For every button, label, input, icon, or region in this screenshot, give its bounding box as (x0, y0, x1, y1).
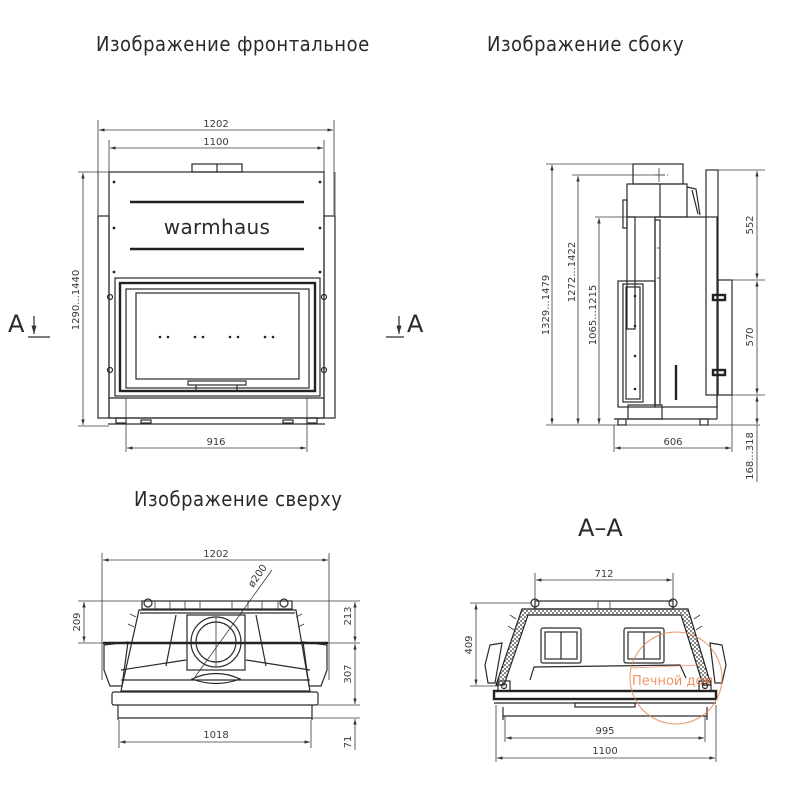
side-view: 1329...1479 1272...1422 1065...1215 (541, 163, 765, 482)
side-middle-570: 570 (745, 327, 756, 346)
top-right-213: 213 (343, 606, 354, 625)
section-marker-right-label: A (407, 310, 424, 338)
top-right-71: 71 (343, 736, 354, 749)
side-total-height: 1329...1479 (541, 275, 552, 335)
top-bottom-1018: 1018 (203, 730, 228, 741)
side-upper-552: 552 (745, 215, 756, 234)
top-view-title: Изображение сверху (134, 487, 342, 511)
watermark-circle (629, 631, 723, 725)
section-view: 712 (464, 569, 727, 762)
section-inner-995: 995 (595, 726, 614, 737)
side-bottom-range: 168...318 (745, 432, 756, 480)
front-height-range: 1290...1440 (71, 270, 82, 330)
brand-logo: warmhaus (164, 215, 270, 239)
top-width-1202: 1202 (203, 549, 228, 560)
top-view: 1202 ø200 (72, 549, 360, 750)
section-marker-left-label: A (8, 310, 25, 338)
side-body-height: 1065...1215 (588, 285, 599, 345)
section-view-title: A–A (578, 514, 623, 542)
top-right-307: 307 (343, 664, 354, 683)
front-glass-width: 916 (206, 437, 225, 448)
top-flue-diameter: ø200 (246, 563, 269, 590)
front-view-title: Изображение фронтальное (96, 32, 370, 56)
watermark-text: Печной дом (632, 674, 713, 689)
side-depth-606: 606 (663, 437, 682, 448)
front-width-1202: 1202 (203, 119, 228, 130)
top-left-depth-209: 209 (72, 612, 83, 631)
section-height-409: 409 (464, 635, 475, 654)
section-outer-1100: 1100 (592, 746, 617, 757)
watermark: Печной дом (629, 631, 723, 725)
section-top-712: 712 (594, 569, 613, 580)
side-flue-height: 1272...1422 (567, 242, 578, 302)
front-view: 1202 1100 warmhaus (8, 119, 424, 452)
front-width-1100: 1100 (203, 137, 228, 148)
side-view-title: Изображение сбоку (487, 32, 684, 56)
